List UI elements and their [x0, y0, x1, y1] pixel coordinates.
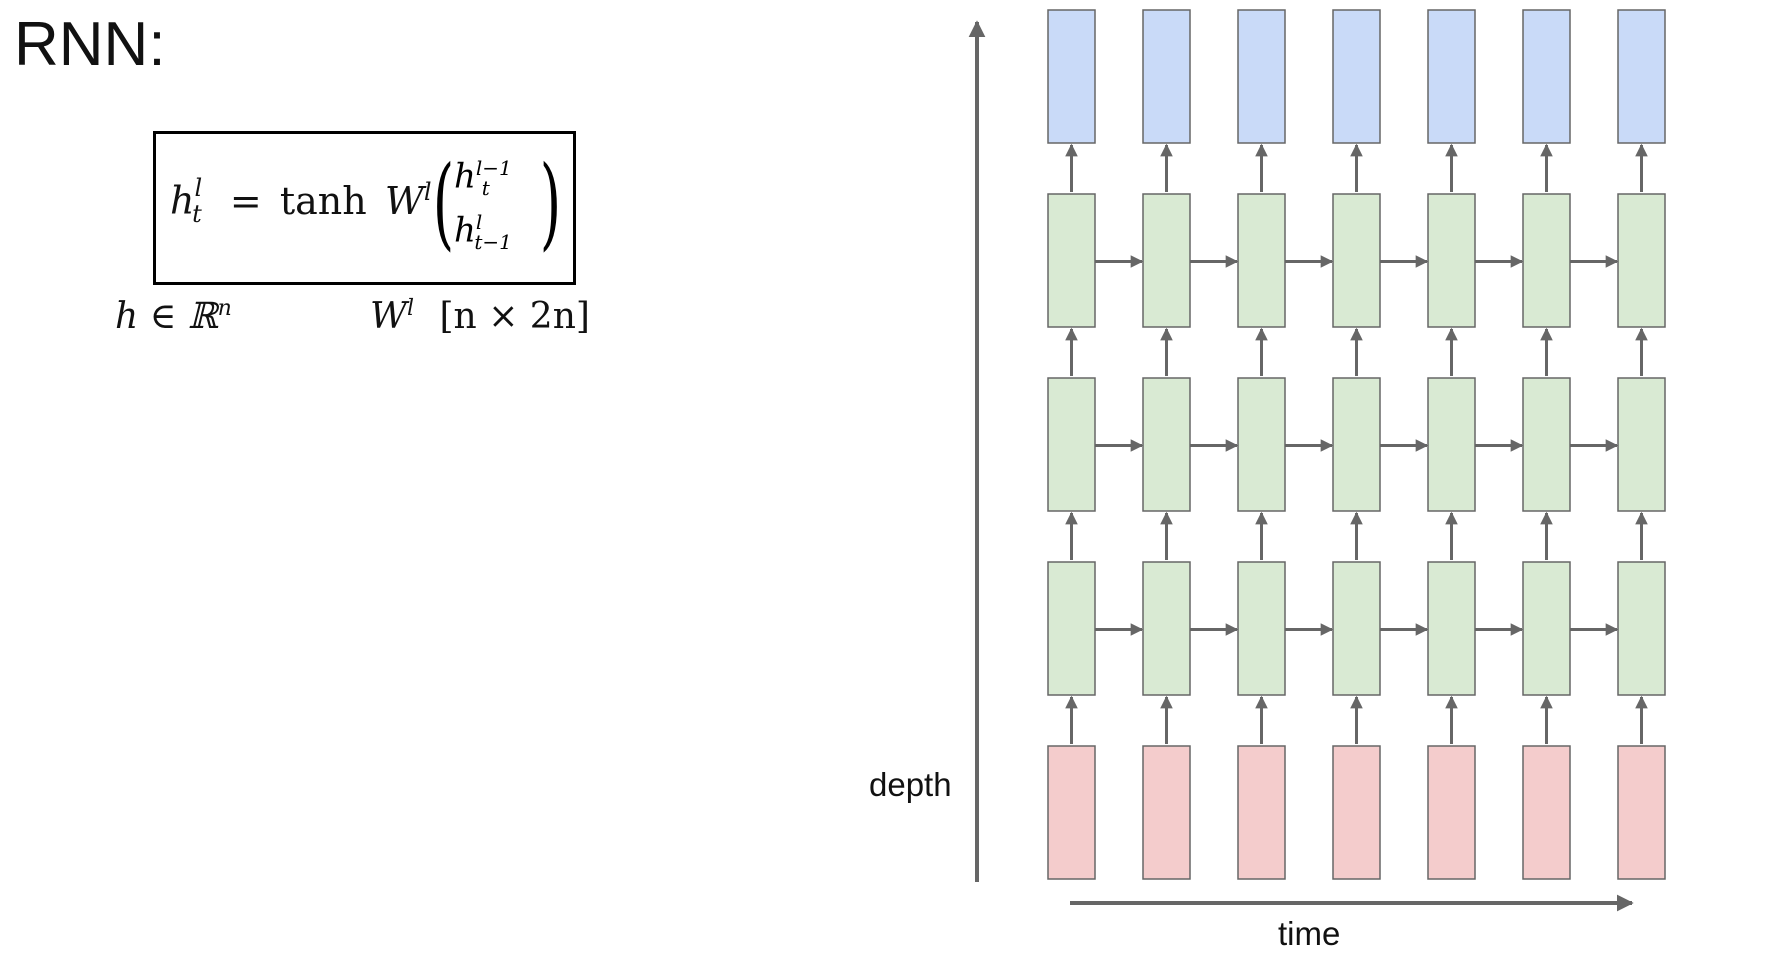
- output-cell: [1522, 9, 1571, 144]
- output-cell: [1142, 9, 1191, 144]
- equation-box: hlt = tanh Wl ( hl−1t hlt−1 ): [153, 131, 576, 285]
- w-dims-text: [n × 2n]: [439, 296, 590, 337]
- hidden-cell: [1332, 561, 1381, 696]
- bot-sub: t−1: [474, 230, 512, 255]
- output-cell: [1427, 9, 1476, 144]
- hidden-cell: [1332, 377, 1381, 512]
- lhs-var: h: [170, 178, 195, 223]
- hidden-cell: [1142, 193, 1191, 328]
- hidden-cell: [1142, 377, 1191, 512]
- input-cell: [1332, 745, 1381, 880]
- h-domain-sup: n: [217, 296, 232, 321]
- bot-var: h: [454, 210, 476, 251]
- equals-sign: =: [229, 178, 262, 223]
- hidden-cell: [1142, 561, 1191, 696]
- input-cell: [1427, 745, 1476, 880]
- w-dims-note: Wl [n × 2n]: [370, 296, 590, 337]
- left-paren: (: [432, 144, 455, 261]
- top-var: h: [454, 156, 476, 197]
- input-cell: [1617, 745, 1666, 880]
- equation-lhs: hlt = tanh Wl: [170, 174, 432, 229]
- weight-var: W: [384, 178, 424, 223]
- hidden-cell: [1237, 193, 1286, 328]
- hidden-cell: [1237, 377, 1286, 512]
- input-cell: [1047, 745, 1096, 880]
- input-cell: [1237, 745, 1286, 880]
- hidden-cell: [1047, 561, 1096, 696]
- hidden-cell: [1522, 561, 1571, 696]
- input-cell: [1522, 745, 1571, 880]
- top-sub: t: [481, 176, 490, 201]
- h-domain-text: h ∈ ℝ: [115, 296, 218, 337]
- output-cell: [1237, 9, 1286, 144]
- hidden-cell: [1427, 377, 1476, 512]
- time-axis-label: time: [1278, 915, 1341, 952]
- hidden-cell: [1617, 193, 1666, 328]
- top-sup: l−1: [475, 156, 512, 180]
- tanh-func: tanh: [279, 178, 367, 223]
- hidden-cell: [1047, 377, 1096, 512]
- h-domain-note: h ∈ ℝn: [115, 296, 232, 337]
- depth-axis-label: depth: [869, 766, 952, 803]
- lhs-sup: l: [194, 174, 203, 202]
- hidden-cell: [1427, 561, 1476, 696]
- vector-top: hl−1t: [454, 158, 520, 198]
- bot-sup: l: [475, 210, 483, 234]
- weight-sup: l: [423, 178, 432, 206]
- output-cell: [1047, 9, 1096, 144]
- input-cell: [1142, 745, 1191, 880]
- lhs-sub: t: [192, 200, 202, 229]
- slide-title: RNN:: [14, 10, 166, 79]
- hidden-cell: [1237, 561, 1286, 696]
- right-paren: ): [539, 144, 562, 261]
- hidden-cell: [1522, 193, 1571, 328]
- hidden-cell: [1332, 193, 1381, 328]
- output-cell: [1617, 9, 1666, 144]
- hidden-cell: [1427, 193, 1476, 328]
- w-dims-sup: l: [407, 296, 415, 321]
- hidden-cell: [1617, 561, 1666, 696]
- hidden-cell: [1522, 377, 1571, 512]
- hidden-cell: [1617, 377, 1666, 512]
- output-cell: [1332, 9, 1381, 144]
- hidden-cell: [1047, 193, 1096, 328]
- vector-bottom: hlt−1: [454, 212, 520, 252]
- w-dims-var: W: [370, 296, 408, 337]
